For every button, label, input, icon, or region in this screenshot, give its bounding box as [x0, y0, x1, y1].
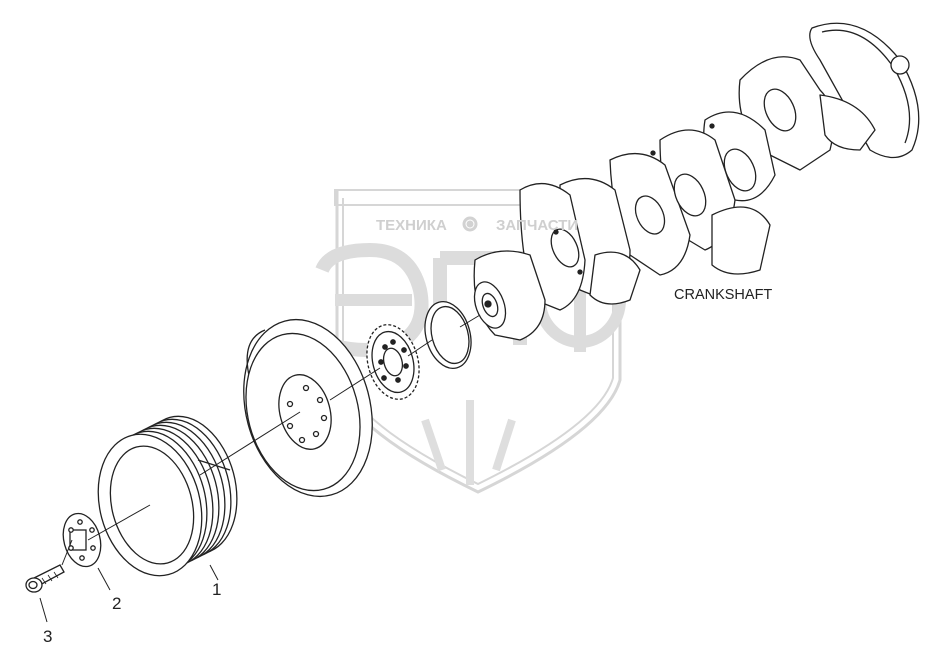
watermark-text-right: ЗАПЧАСТИ: [496, 217, 578, 234]
thin-ring: [424, 301, 472, 369]
vibration-damper: [243, 318, 373, 498]
crankshaft: [473, 22, 920, 341]
washer-plate: [62, 512, 102, 568]
crankshaft-pulley: [97, 415, 238, 577]
callout-2: 2: [112, 594, 121, 613]
bolt: [25, 564, 65, 593]
part-label-crankshaft: CRANKSHAFT: [674, 287, 772, 303]
callout-1: 1: [212, 580, 221, 599]
callout-3: 3: [43, 627, 52, 646]
assembly-center-lines: [39, 314, 481, 623]
watermark-text-left: ТЕХНИКА: [376, 217, 447, 234]
tone-wheel: [366, 324, 420, 400]
watermark-gear-icon: [462, 216, 478, 232]
